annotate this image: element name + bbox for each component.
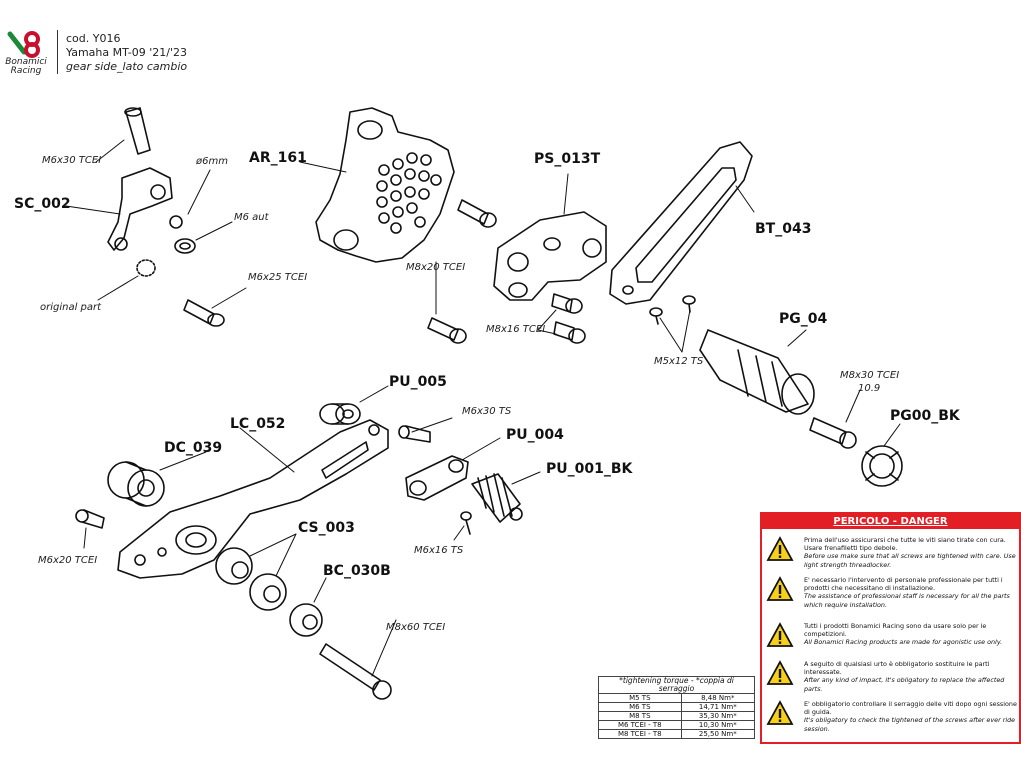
ps-013t-part — [493, 211, 607, 301]
m8x60-screw — [319, 643, 392, 700]
warning-text-en: It's obligatory to check the tightened o… — [804, 716, 1016, 733]
brand-logo — [6, 30, 46, 62]
label-dc-039: DC_039 — [164, 440, 223, 456]
assembly-side: gear side_lato cambio — [66, 60, 188, 73]
brand-name: Bonamici Racing — [3, 58, 49, 76]
vehicle-model: Yamaha MT-09 '21/'23 — [66, 46, 188, 59]
sc-002-part — [107, 107, 225, 327]
label-m6x30-tcei: M6x30 TCEI — [42, 155, 102, 166]
label-bt-043: BT_043 — [755, 221, 812, 237]
m5x12-screws — [649, 295, 696, 325]
brand-line2: Racing — [10, 66, 42, 76]
pu-004-part — [405, 455, 469, 501]
label-pg00-bk: PG00_BK — [890, 408, 960, 424]
torque-value: 35,30 Nm* — [680, 711, 756, 721]
m6x20-screw — [75, 509, 105, 529]
m8x20-screws — [427, 199, 497, 344]
bonamici-logo-icon — [7, 31, 40, 58]
warning-text-it: Tutti i prodotti Bonamici Racing sono da… — [804, 622, 987, 639]
label-m8x30-grade: 10.9 — [858, 383, 881, 394]
leader-lines — [65, 139, 901, 677]
m6x30-ts-screw — [398, 425, 431, 443]
torque-value: 8,48 Nm* — [680, 693, 756, 703]
ar-161-part — [315, 107, 455, 263]
label-m6x30-ts: M6x30 TS — [462, 406, 512, 417]
label-m5x12-ts: M5x12 TS — [654, 356, 704, 367]
warning-triangle-icon — [766, 536, 794, 561]
label-m6x20-tcei: M6x20 TCEI — [38, 555, 98, 566]
torque-screw: M6 TCEI - T8 — [598, 720, 682, 730]
warning-triangle-icon — [766, 576, 794, 601]
pu-001-bk-part — [471, 473, 523, 523]
product-code: cod. Y016 — [66, 32, 121, 45]
danger-title: PERICOLO - DANGER — [762, 514, 1019, 529]
warning-triangle-icon — [766, 660, 794, 685]
warning-text-en: All Bonamici Racing products are made fo… — [804, 638, 1003, 647]
label-pu-001-bk: PU_001_BK — [546, 461, 633, 477]
header-info: cod. Y016 Yamaha MT-09 '21/'23 gear side… — [66, 32, 187, 74]
torque-screw: M5 TS — [598, 693, 682, 703]
brand-line1: Bonamici — [5, 57, 47, 67]
warning-triangle-icon — [766, 622, 794, 647]
label-pu-005: PU_005 — [389, 374, 447, 390]
label-m6x16-ts: M6x16 TS — [414, 545, 464, 556]
m8x30-screw — [809, 417, 857, 449]
m6x16-ts-screw — [460, 511, 472, 535]
warning-text-it: E' necessario l'intervento di personale … — [804, 576, 1003, 593]
label-ps-013t: PS_013T — [534, 151, 601, 167]
torque-screw: M6 TS — [598, 702, 682, 712]
label-bc-030b: BC_030B — [323, 563, 391, 579]
torque-table: *tightening torque - *coppia di serraggi… — [598, 676, 756, 739]
warning-text-en: The assistance of professional staff is … — [804, 592, 1010, 609]
bc-030b-part — [289, 603, 323, 637]
label-pg-04: PG_04 — [779, 311, 828, 327]
label-m8x16-tcei: M8x16 TCEI — [486, 324, 546, 335]
label-diameter-6mm: ø6mm — [196, 156, 228, 167]
danger-panel: PERICOLO - DANGER Prima dell'uso assicur… — [760, 512, 1021, 744]
warning-text-en: After any kind of impact, it's obligator… — [804, 676, 1005, 693]
warning-text-it: A seguito di qualsiasi urto è obbligator… — [804, 660, 990, 677]
pu-005-part — [319, 403, 361, 425]
warning-text-it: Prima dell'uso assicurarsi che tutte le … — [804, 536, 1006, 553]
label-sc-002: SC_002 — [14, 196, 71, 212]
pg-04-part — [699, 329, 815, 415]
label-m8x60-tcei: M8x60 TCEI — [386, 622, 446, 633]
header-divider — [57, 30, 58, 74]
label-m6x25-tcei: M6x25 TCEI — [248, 272, 308, 283]
label-m8x30-tcei: M8x30 TCEI — [840, 370, 900, 381]
torque-value: 25,50 Nm* — [680, 729, 756, 739]
label-m8x20-tcei: M8x20 TCEI — [406, 262, 466, 273]
bt-043-part — [609, 141, 753, 305]
label-pu-004: PU_004 — [506, 427, 564, 443]
lc-052-part — [117, 419, 389, 579]
dc-039-part — [107, 461, 165, 507]
warning-text-en: Before use make sure that all screws are… — [804, 552, 1016, 569]
label-cs-003: CS_003 — [298, 520, 355, 536]
m8x16-screws — [551, 293, 586, 344]
torque-screw: M8 TCEI - T8 — [598, 729, 682, 739]
torque-table-title: *tightening torque - *coppia di serraggi… — [598, 676, 755, 694]
torque-value: 14,71 Nm* — [680, 702, 756, 712]
pg00-bk-part — [861, 445, 903, 487]
label-lc-052: LC_052 — [230, 416, 286, 432]
cs-003-part — [215, 547, 287, 611]
label-m6-aut: M6 aut — [234, 212, 269, 223]
torque-screw: M8 TS — [598, 711, 682, 721]
label-ar-161: AR_161 — [249, 150, 307, 166]
label-original-part: original part — [40, 302, 102, 313]
warning-text-it: E' obbligatorio controllare il serraggio… — [804, 700, 1017, 717]
warning-triangle-icon — [766, 700, 794, 725]
torque-value: 10,30 Nm* — [680, 720, 756, 730]
